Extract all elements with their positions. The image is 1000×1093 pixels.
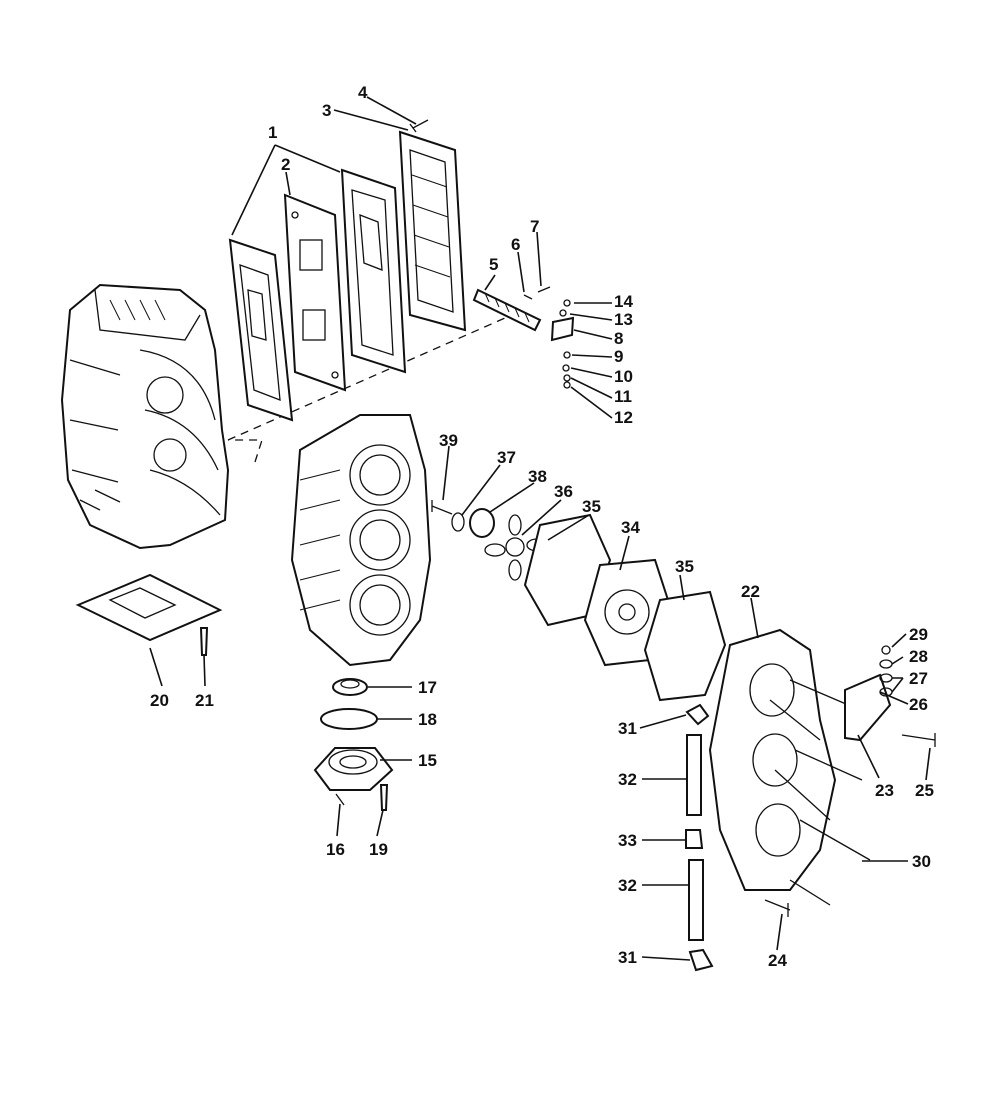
callout-11: 11 bbox=[614, 387, 632, 406]
callout-4: 4 bbox=[358, 83, 368, 102]
intake-manifold bbox=[708, 628, 871, 906]
bearing-retainer bbox=[313, 747, 394, 791]
callout-27: 27 bbox=[909, 669, 928, 688]
gasket-35-right bbox=[643, 590, 727, 702]
callout-16: 16 bbox=[326, 840, 345, 859]
callout-36: 36 bbox=[554, 482, 573, 501]
callout-29: 29 bbox=[909, 625, 928, 644]
callout-23: 23 bbox=[875, 781, 894, 800]
callout-1: 1 bbox=[268, 123, 277, 142]
callout-28: 28 bbox=[909, 647, 928, 666]
fitting-31-top bbox=[685, 703, 710, 726]
tee-fitting-33 bbox=[685, 829, 704, 849]
callout-8: 8 bbox=[614, 329, 623, 348]
alignment-line bbox=[227, 317, 506, 463]
bolt-39 bbox=[431, 500, 453, 515]
divider-plate bbox=[283, 193, 347, 392]
washer-stack bbox=[879, 645, 893, 697]
bolt-21 bbox=[199, 627, 209, 656]
callout-7: 7 bbox=[530, 217, 539, 236]
callout-20: 20 bbox=[150, 691, 169, 710]
callout-18: 18 bbox=[418, 710, 437, 729]
callout-34: 34 bbox=[621, 518, 640, 537]
dowel-pin bbox=[335, 793, 345, 806]
callout-19: 19 bbox=[369, 840, 388, 859]
callout-38: 38 bbox=[528, 467, 547, 486]
exhaust-cover bbox=[398, 130, 467, 332]
callout-21: 21 bbox=[195, 691, 214, 710]
exhaust-gasket-right bbox=[340, 168, 407, 374]
callout-22: 22 bbox=[741, 582, 760, 601]
callout-35b: 35 bbox=[675, 557, 694, 576]
callout-32b: 32 bbox=[618, 876, 637, 895]
leader-lines bbox=[149, 96, 931, 961]
washer-37 bbox=[451, 512, 465, 532]
callout-14: 14 bbox=[614, 292, 633, 311]
callout-9: 9 bbox=[614, 347, 623, 366]
callout-15: 15 bbox=[418, 751, 437, 770]
callout-5: 5 bbox=[489, 255, 498, 274]
callout-30: 30 bbox=[912, 852, 931, 871]
bracket bbox=[844, 673, 892, 742]
bolt-25 bbox=[901, 733, 936, 747]
callout-32a: 32 bbox=[618, 770, 637, 789]
callout-31a: 31 bbox=[618, 719, 637, 738]
cover-bolt bbox=[409, 119, 429, 133]
bolt-24 bbox=[764, 899, 791, 917]
callout-39: 39 bbox=[439, 431, 458, 450]
seal bbox=[332, 678, 368, 696]
exhaust-gasket-left bbox=[228, 238, 294, 422]
cylinder-block bbox=[60, 283, 230, 550]
callout-24: 24 bbox=[768, 951, 787, 970]
fitting-31-bottom bbox=[688, 948, 714, 972]
check-valve-assembly bbox=[550, 299, 575, 389]
hose-32-lower bbox=[688, 859, 704, 941]
callout-labels: 1 2 3 4 5 6 7 14 13 8 9 10 11 12 39 37 3… bbox=[150, 83, 934, 970]
callout-17: 17 bbox=[418, 678, 437, 697]
callout-31b: 31 bbox=[618, 948, 637, 967]
callout-35a: 35 bbox=[582, 497, 601, 516]
screw-7 bbox=[537, 286, 551, 293]
base-gasket bbox=[75, 573, 223, 642]
callout-26: 26 bbox=[909, 695, 928, 714]
hose-32-upper bbox=[686, 734, 702, 816]
callout-13: 13 bbox=[614, 310, 633, 329]
callout-2: 2 bbox=[281, 155, 290, 174]
valve-disc-38 bbox=[469, 508, 495, 538]
bolt-19 bbox=[379, 784, 389, 811]
callout-37: 37 bbox=[497, 448, 516, 467]
screw-6 bbox=[523, 294, 533, 300]
callout-6: 6 bbox=[511, 235, 520, 254]
callout-12: 12 bbox=[614, 408, 633, 427]
callout-10: 10 bbox=[614, 367, 633, 386]
callout-3: 3 bbox=[322, 101, 331, 120]
callout-25: 25 bbox=[915, 781, 934, 800]
reed-block bbox=[472, 288, 542, 332]
callout-33: 33 bbox=[618, 831, 637, 850]
cylinder-housing bbox=[290, 414, 432, 667]
o-ring bbox=[320, 708, 378, 730]
